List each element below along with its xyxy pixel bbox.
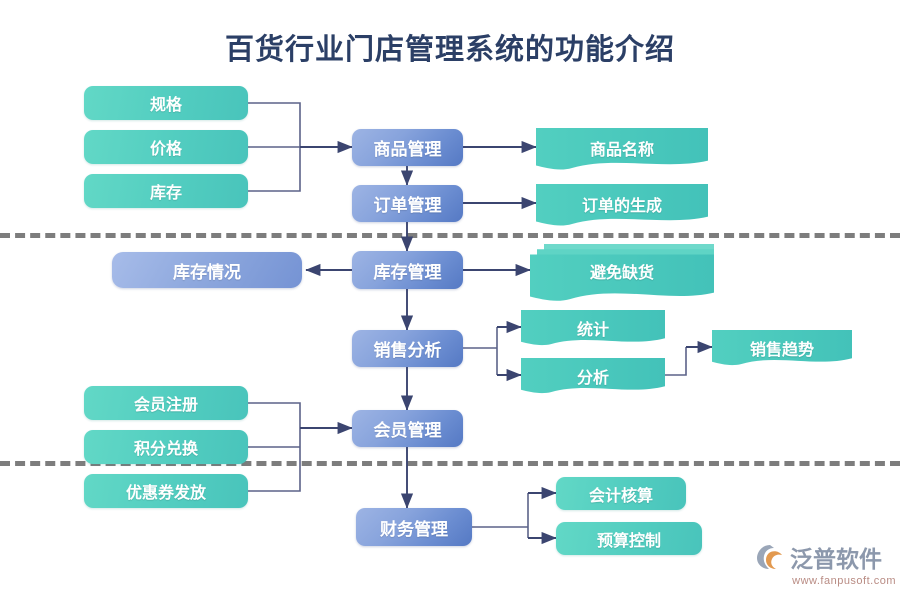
node-label: 订单管理	[373, 196, 442, 215]
watermark-brand: 泛普软件	[790, 546, 882, 572]
process-node-product-management[interactable]: 商品管理	[352, 129, 463, 166]
process-node-finance-management[interactable]: 财务管理	[356, 508, 472, 546]
output-node-inventory-status[interactable]: 库存情况	[112, 252, 302, 288]
node-label: 规格	[149, 97, 182, 114]
node-label: 财务管理	[380, 519, 448, 539]
divider-bottom	[0, 461, 900, 466]
node-label: 销售分析	[373, 341, 442, 360]
banner-shape	[712, 330, 852, 366]
output-node-analysis[interactable]: 分析	[521, 358, 665, 398]
process-node-order-management[interactable]: 订单管理	[352, 185, 463, 222]
output-node-statistics[interactable]: 统计	[521, 310, 665, 350]
node-label: 订单的生成	[581, 198, 662, 215]
output-node-order-creation[interactable]: 订单的生成	[536, 184, 708, 230]
process-node-sales-analysis[interactable]: 销售分析	[352, 330, 463, 367]
banner-shape	[521, 358, 665, 394]
node-label: 预算控制	[596, 532, 661, 550]
watermark: 泛普软件 www.fanpusoft.com	[756, 540, 896, 587]
node-label: 避免缺货	[589, 265, 654, 282]
banner-shape	[536, 128, 708, 170]
output-node-product-name[interactable]: 商品名称	[536, 128, 708, 174]
node-label: 库存	[149, 185, 182, 202]
watermark-url: www.fanpusoft.com	[792, 575, 896, 587]
input-node-stock[interactable]: 库存	[84, 174, 248, 208]
divider-top	[0, 233, 900, 238]
node-label: 会计核算	[588, 487, 653, 505]
node-label: 分析	[576, 370, 609, 387]
input-node-spec[interactable]: 规格	[84, 86, 248, 120]
output-node-avoid-stockout[interactable]: 避免缺货	[530, 244, 714, 307]
output-node-accounting[interactable]: 会计核算	[556, 477, 686, 510]
node-label: 商品名称	[589, 142, 654, 159]
process-node-inventory-management[interactable]: 库存管理	[352, 251, 463, 289]
node-label: 价格	[149, 141, 182, 158]
page-title: 百货行业门店管理系统的功能介绍	[224, 34, 675, 66]
input-node-points-exchange[interactable]: 积分兑换	[84, 430, 248, 464]
node-label: 积分兑换	[133, 441, 198, 458]
node-label: 优惠券发放	[125, 485, 206, 502]
node-label: 库存情况	[173, 262, 241, 282]
node-label: 统计	[576, 322, 609, 339]
brand-logo-icon	[757, 545, 782, 569]
node-label: 库存管理	[373, 262, 442, 282]
input-node-price[interactable]: 价格	[84, 130, 248, 164]
input-node-coupon-issue[interactable]: 优惠券发放	[84, 474, 248, 508]
banner-shape	[521, 310, 665, 346]
banner-shape	[536, 184, 708, 226]
input-node-member-register[interactable]: 会员注册	[84, 386, 248, 420]
node-label: 会员管理	[373, 421, 442, 440]
output-node-budget-control[interactable]: 预算控制	[556, 522, 702, 555]
node-label: 商品管理	[373, 140, 442, 159]
output-node-sales-trend[interactable]: 销售趋势	[712, 330, 852, 370]
node-label: 销售趋势	[749, 342, 814, 359]
banner-shape-stacked	[530, 244, 714, 301]
node-label: 会员注册	[133, 397, 198, 414]
process-node-member-management[interactable]: 会员管理	[352, 410, 463, 447]
